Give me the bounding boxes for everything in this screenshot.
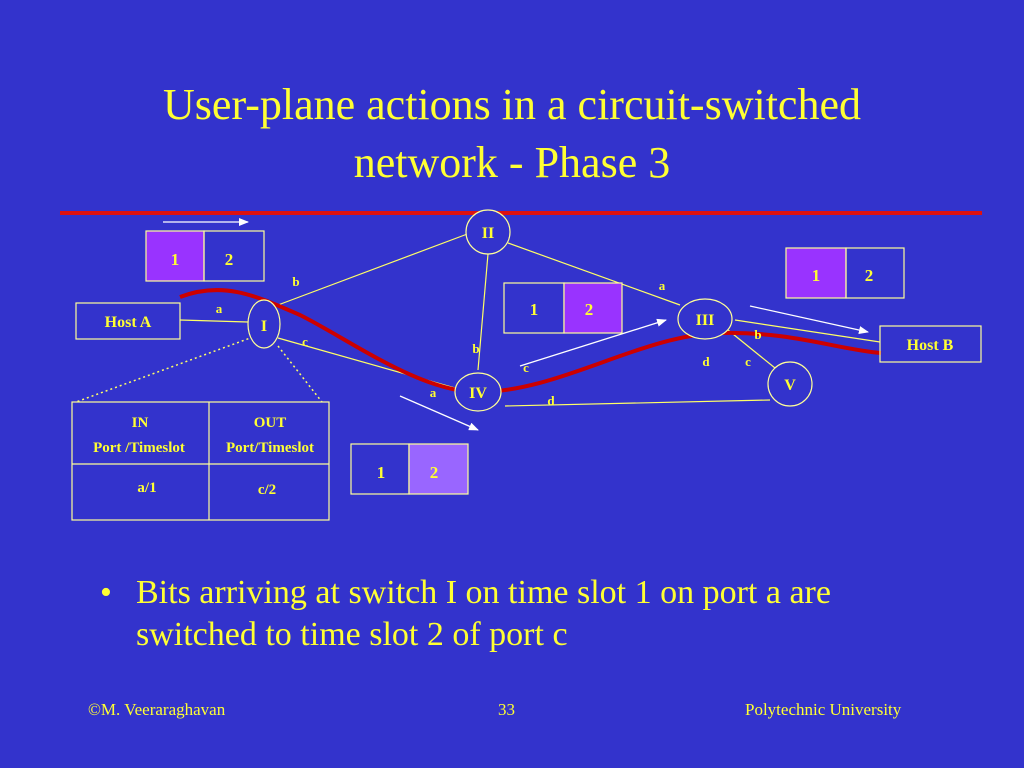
flow-arrows	[163, 218, 869, 431]
port-labels: a b c a b c d a b c d	[216, 274, 762, 408]
host-b[interactable]: Host B	[879, 325, 982, 363]
frame-1-slot-1: 1	[171, 250, 180, 269]
switch-II[interactable]: II	[465, 209, 511, 255]
switch-I[interactable]: I	[247, 299, 281, 349]
link-s4-s5	[504, 399, 771, 407]
switch-label-II: II	[482, 225, 494, 242]
frame-1-slot-2: 2	[225, 250, 234, 269]
link-s3-hostb	[734, 319, 881, 343]
network-diagram: I II III IV V Host A Host B a b c a b c …	[60, 209, 982, 521]
footer-page-number: 33	[498, 700, 515, 719]
switch-label-I: I	[261, 318, 267, 335]
arrow-s4-to-s3	[519, 318, 667, 367]
frame-1: 1 2	[145, 230, 265, 282]
frame-3: 1 2	[785, 247, 905, 299]
title-line-1: User-plane actions in a circuit-switched	[163, 80, 861, 129]
link-s1-s2	[277, 232, 471, 306]
table-in-subheader: Port /Timeslot	[93, 440, 185, 456]
table-out-value: c/2	[258, 482, 276, 498]
footer-author: ©M. Veeraraghavan	[88, 700, 226, 719]
bullet-text: Bits arriving at switch I on time slot 1…	[136, 574, 831, 653]
footer-organization: Polytechnic University	[745, 700, 902, 719]
frame-2-slot-2: 2	[585, 300, 594, 319]
switch-III[interactable]: III	[677, 298, 733, 340]
port-label: d	[547, 393, 555, 408]
arrow-s3-to-hostb	[749, 305, 869, 334]
switch-label-IV: IV	[469, 385, 487, 402]
port-label: c	[745, 354, 751, 369]
port-label: c	[523, 360, 529, 375]
table-in-header: IN	[132, 415, 149, 431]
port-label: a	[216, 301, 223, 316]
switching-table: IN Port /Timeslot OUT Port/Timeslot a/1 …	[71, 401, 330, 521]
switch-V[interactable]: V	[767, 361, 813, 407]
port-label: b	[472, 341, 479, 356]
frame-2-slot-1: 1	[530, 300, 539, 319]
port-label: a	[430, 385, 437, 400]
table-callout-lines	[75, 336, 323, 403]
frame-4: 1 2	[350, 443, 469, 495]
table-in-value: a/1	[137, 480, 156, 496]
switch-label-V: V	[784, 377, 796, 394]
frame-4-slot-2: 2	[430, 463, 439, 482]
link-hosta-s1	[179, 319, 249, 323]
switch-IV[interactable]: IV	[454, 372, 502, 412]
bullet-dot: •	[100, 574, 112, 611]
switch-label-III: III	[696, 312, 715, 329]
slide-title: User-plane actions in a circuit-switched…	[0, 76, 1024, 192]
frame-4-slot-1: 1	[377, 463, 386, 482]
port-label: c	[302, 334, 308, 349]
port-label: b	[292, 274, 299, 289]
arrow-frame3	[399, 395, 479, 431]
port-label: b	[754, 327, 761, 342]
frame-2: 1 2	[503, 282, 623, 334]
table-out-subheader: Port/Timeslot	[226, 440, 314, 456]
link-s3-s5	[727, 329, 776, 369]
frame-3-slot-2: 2	[865, 266, 874, 285]
table-out-header: OUT	[254, 415, 287, 431]
link-s2-s4	[477, 253, 489, 371]
host-a[interactable]: Host A	[75, 302, 181, 340]
host-b-label: Host B	[907, 337, 954, 354]
link-s2-s3	[507, 242, 681, 306]
port-label: d	[702, 354, 710, 369]
title-line-2: network - Phase 3	[353, 138, 671, 187]
port-label: a	[659, 278, 666, 293]
frame-3-slot-1: 1	[812, 266, 821, 285]
host-a-label: Host A	[105, 314, 152, 331]
